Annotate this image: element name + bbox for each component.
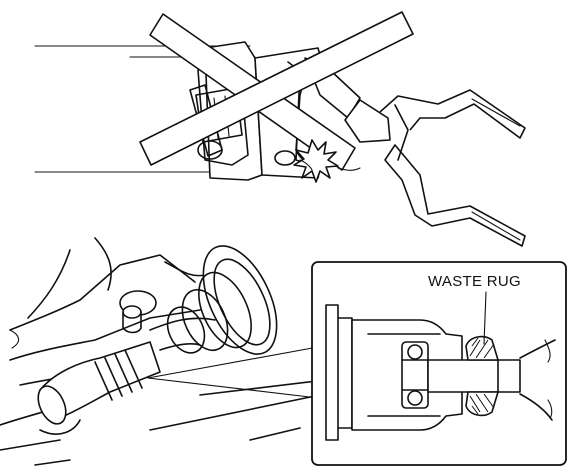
- knuckle-low: [159, 343, 201, 351]
- knuckle-mid: [149, 317, 216, 331]
- inset-ball-cage: [401, 341, 429, 409]
- crossed-rods: [139, 11, 414, 171]
- inset-detail: WASTE RUG: [311, 261, 567, 466]
- inset-shaft: [427, 339, 556, 421]
- frame-edge: [27, 249, 71, 319]
- impact-burst-icon: [293, 139, 339, 183]
- top-joint-diagram: [34, 11, 526, 247]
- inset-flange: [325, 304, 339, 441]
- vehicle-assembly-view: [0, 237, 341, 466]
- rail-edge-2: [149, 394, 321, 431]
- impact-motion-line: [337, 167, 361, 171]
- drive-shaft: [344, 89, 526, 247]
- rail-edge-3: [249, 427, 301, 441]
- frame-edge-2: [94, 237, 112, 291]
- inner-shaft: [0, 341, 161, 466]
- callout-leader-lines: [147, 346, 319, 399]
- impact-motion-line-2: [299, 159, 313, 171]
- waste-rag: [465, 335, 499, 417]
- lower-arm-lower-edge: [9, 309, 201, 361]
- cv-boot: [166, 245, 278, 355]
- waste-rug-label: WASTE RUG: [428, 273, 521, 290]
- knuckle-bolt: [119, 290, 157, 334]
- waste-rug-leader: [483, 291, 487, 345]
- rail-edge: [199, 379, 326, 396]
- arm-notch: [9, 329, 20, 349]
- lower-arm-upper-edge: [9, 254, 196, 331]
